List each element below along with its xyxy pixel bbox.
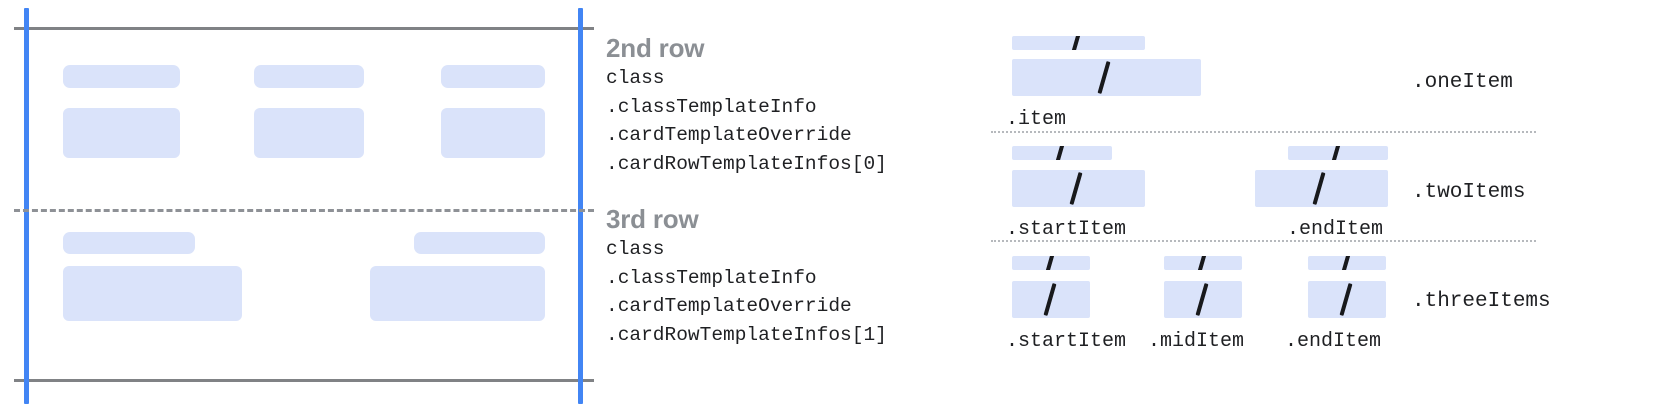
one-item-label: .item	[1006, 108, 1067, 131]
three-items-mid-label: .midItem	[1148, 330, 1245, 353]
variant-separator	[991, 240, 1536, 242]
annotation-code-line: .cardTemplateOverride	[606, 124, 852, 146]
slash-mark-icon	[1043, 283, 1057, 316]
variant-label-two-items: .twoItems	[1412, 181, 1526, 204]
frame-top-rule	[14, 27, 594, 30]
variant-label-three-items: .threeItems	[1412, 290, 1551, 313]
row3-col1-title-placeholder	[63, 232, 195, 254]
slash-mark-icon	[1044, 256, 1056, 270]
two-items-end-label: .endItem	[1287, 218, 1384, 241]
three-items-mid-title-placeholder	[1164, 256, 1242, 270]
card-template-frame	[0, 0, 600, 412]
annotation-code-line: .classTemplateInfo	[606, 266, 817, 289]
row2-col2-body-placeholder	[254, 108, 364, 158]
annotation-second-row: 2nd row class .classTemplateInfo .cardTe…	[606, 33, 887, 178]
slash-mark-icon	[1312, 172, 1326, 205]
row3-col2-title-placeholder	[414, 232, 545, 254]
row2-col3-title-placeholder	[441, 65, 545, 88]
three-items-start-title-placeholder	[1012, 256, 1090, 270]
row2-col3-body-placeholder	[441, 108, 545, 158]
row3-col2-body-placeholder	[370, 266, 545, 321]
annotation-code-line: .classTemplateInfo	[606, 95, 817, 118]
two-items-start-label: .startItem	[1006, 218, 1127, 241]
annotation-heading: 2nd row	[606, 33, 705, 63]
row3-col1-body-placeholder	[63, 266, 242, 321]
variant-label-one-item: .oneItem	[1412, 71, 1513, 94]
three-items-end-label: .endItem	[1285, 330, 1382, 353]
two-items-start-title-placeholder	[1012, 146, 1112, 160]
annotation-code-line: .cardRowTemplateInfos[0]	[606, 152, 887, 175]
annotation-heading: 3rd row	[606, 204, 699, 234]
row2-col1-body-placeholder	[63, 108, 180, 158]
slash-mark-icon	[1340, 256, 1352, 270]
one-item-body-placeholder	[1012, 59, 1201, 96]
three-items-start-body-placeholder	[1012, 281, 1090, 318]
annotation-code-line: class	[606, 67, 665, 89]
one-item-title-placeholder	[1012, 36, 1145, 50]
row-divider	[14, 209, 594, 212]
frame-bottom-rule	[14, 379, 594, 382]
slash-mark-icon	[1070, 36, 1082, 50]
annotation-code-line: class	[606, 238, 665, 260]
slash-mark-icon	[1339, 283, 1353, 316]
variant-separator	[991, 131, 1536, 133]
annotation-code-line: .cardTemplateOverride	[606, 295, 852, 317]
slash-mark-icon	[1054, 146, 1066, 160]
two-items-end-body-placeholder	[1255, 170, 1388, 207]
frame-left-edge	[24, 8, 29, 404]
three-items-end-body-placeholder	[1308, 281, 1386, 318]
slash-mark-icon	[1069, 172, 1083, 205]
two-items-end-title-placeholder	[1288, 146, 1388, 160]
annotation-code-line: .cardRowTemplateInfos[1]	[606, 323, 887, 346]
annotation-third-row: 3rd row class .classTemplateInfo .cardTe…	[606, 204, 887, 349]
three-items-end-title-placeholder	[1308, 256, 1386, 270]
three-items-start-label: .startItem	[1006, 330, 1127, 353]
slash-mark-icon	[1097, 61, 1111, 94]
slash-mark-icon	[1195, 283, 1209, 316]
row2-col2-title-placeholder	[254, 65, 364, 88]
frame-right-edge	[578, 8, 583, 404]
slash-mark-icon	[1330, 146, 1342, 160]
three-items-mid-body-placeholder	[1164, 281, 1242, 318]
slash-mark-icon	[1196, 256, 1208, 270]
two-items-start-body-placeholder	[1012, 170, 1145, 207]
row2-col1-title-placeholder	[63, 65, 180, 88]
